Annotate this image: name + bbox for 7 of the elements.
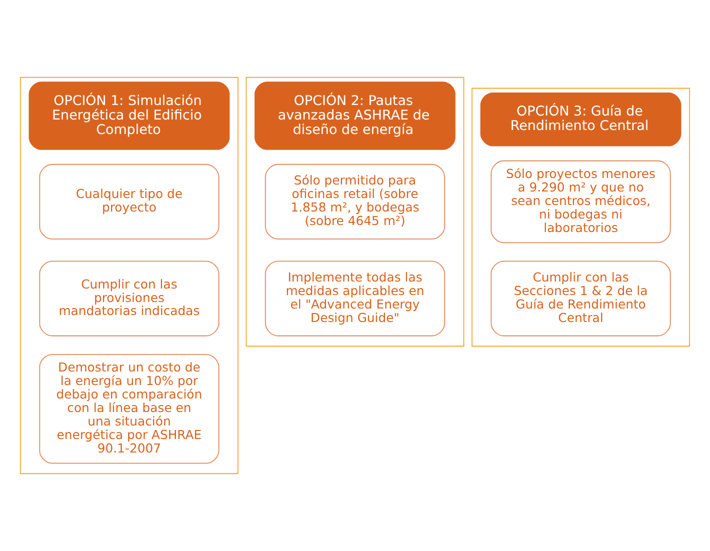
- node-box: Demostrar un costo de la energía un 10% por debajo en comparación con la línea base en una situación energética por ASHRAE 90.1-2007: [39, 354, 220, 464]
- node-box: Cumplir con las provisiones mandatorias indicadas: [39, 260, 220, 336]
- node-box: Sólo proyectos menores a 9.290 m² y que no sean centros médicos, ni bodegas ni laboratorios: [490, 160, 671, 244]
- node-box: Implemente todas las medidas aplicables en el "Advanced Energy Design Guide": [264, 260, 446, 336]
- node-box: Cualquier tipo de proyecto: [39, 164, 220, 240]
- node-box: Sólo permitido para oficinas retail (sobre 1.858 m², y bodegas (sobre 4645 m²): [264, 164, 446, 240]
- node-box: Cumplir con las Secciones 1 & 2 de la Guía de Rendimiento Central: [490, 260, 671, 336]
